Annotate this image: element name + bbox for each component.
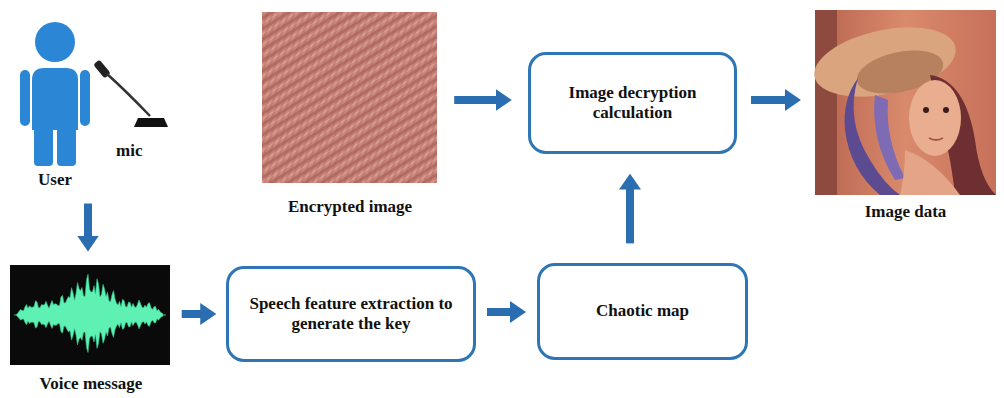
image-panel: Encrypted image	[262, 12, 438, 217]
user-figure: User	[15, 12, 95, 190]
flow-arrow	[487, 308, 511, 316]
image-panel: Image data	[815, 10, 996, 222]
node-label: Image decryption calculation	[543, 83, 722, 124]
node-label: User	[38, 170, 72, 190]
node-label: Speech feature extraction to generate th…	[244, 294, 459, 335]
node-label: Image data	[865, 202, 947, 222]
waveform-picture	[10, 265, 170, 365]
flow-arrow	[182, 310, 202, 318]
flow-arrow	[84, 204, 92, 237]
process-box: Chaotic map	[537, 263, 748, 360]
flow-arrow	[454, 96, 497, 104]
flow-arrow	[751, 96, 786, 104]
audio-panel: Voice message	[10, 265, 172, 394]
microphone-symbol	[93, 60, 168, 127]
node-label: Voice message	[40, 374, 143, 394]
process-box: Speech feature extraction to generate th…	[226, 266, 476, 362]
node-label: Encrypted image	[288, 197, 412, 217]
user-icon	[20, 22, 90, 166]
flow-arrow	[626, 189, 634, 244]
process-box: Image decryption calculation	[528, 52, 737, 154]
part-label: mic	[116, 141, 142, 161]
portrait-picture	[808, 10, 996, 195]
node-label: Chaotic map	[596, 301, 689, 321]
encrypted-picture	[262, 12, 437, 183]
